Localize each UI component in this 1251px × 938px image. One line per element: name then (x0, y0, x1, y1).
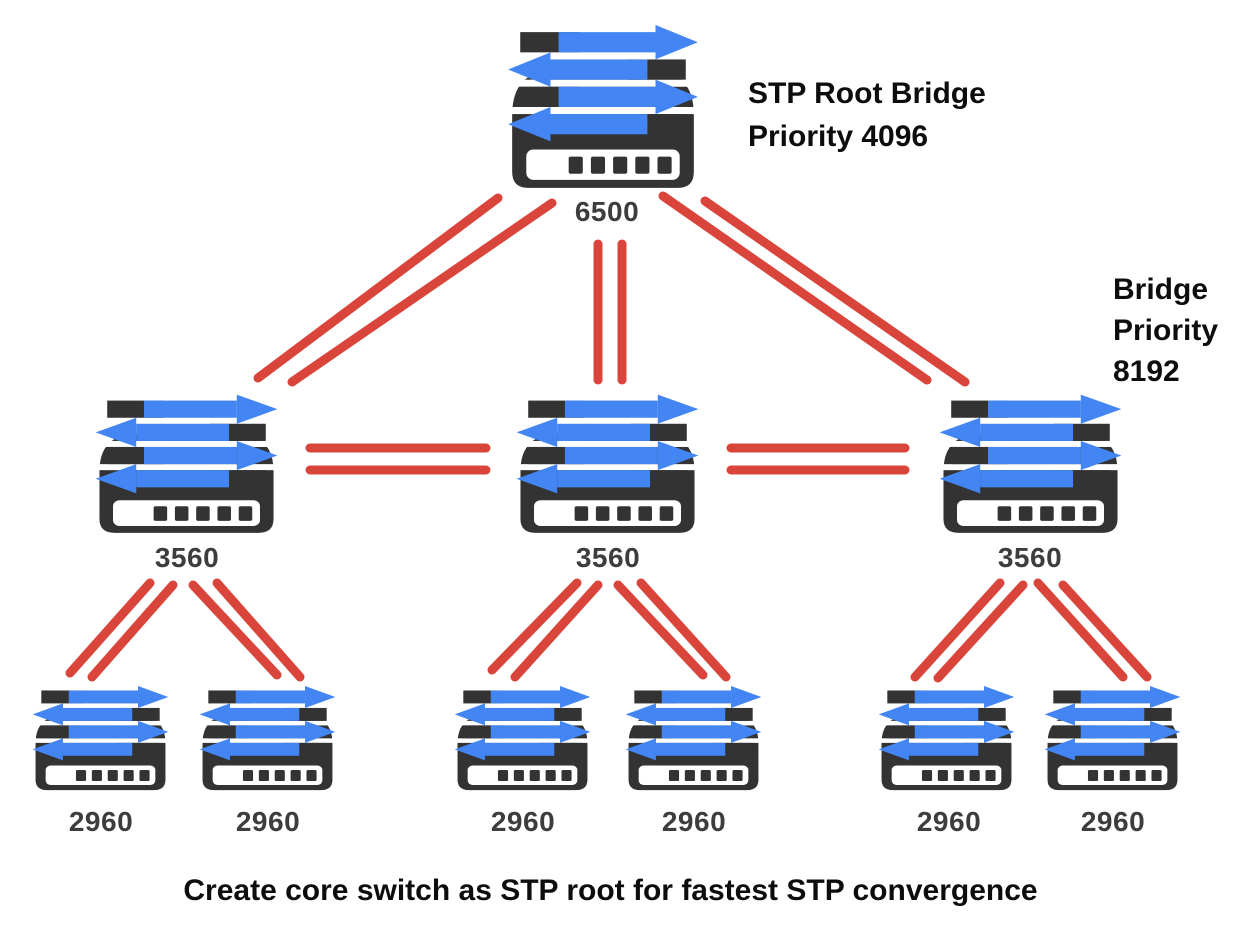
link-dist1-acc2-2 (212, 578, 305, 682)
link-dist3-acc6-2 (1058, 580, 1152, 682)
access-switch-icon (870, 685, 1023, 791)
link-dist2-acc4-2 (636, 578, 731, 682)
root-bridge-annotation-line2: Priority 4096 (748, 120, 929, 153)
dist-switch-label: 3560 (575, 542, 641, 573)
core-switch-icon (496, 25, 710, 188)
link-dist1-acc2-1 (188, 580, 282, 680)
link-core-dist-left-1 (253, 193, 503, 383)
access-switch-icon (24, 685, 177, 791)
access-switch-label: 2960 (68, 806, 134, 837)
access-switch-icon (1036, 685, 1189, 791)
access-switch-icon (446, 685, 599, 791)
link-dist2-acc3-1 (487, 578, 582, 675)
link-dist3-acc5-1 (910, 578, 1005, 682)
access-switch-label: 2960 (916, 806, 982, 837)
link-dist2-acc3-2 (510, 580, 603, 682)
access-switch-icon (617, 685, 770, 791)
link-dist1-acc1-2 (87, 580, 178, 682)
access-switch-label: 2960 (661, 806, 727, 837)
bridge-priority-annotation: Bridge Priority 8192 (1113, 269, 1218, 392)
core-switch-label: 6500 (574, 196, 640, 227)
root-bridge-annotation-line1: STP Root Bridge (748, 77, 986, 110)
link-dist1-acc1-1 (65, 578, 155, 678)
bridge-priority-annotation-line1: Bridge (1113, 273, 1209, 306)
link-core-dist-right-1 (658, 191, 932, 385)
link-core-dist-right-2 (700, 196, 970, 387)
dist-switch-label: 3560 (154, 542, 220, 573)
distribution-switch-icon (505, 394, 710, 533)
link-dist2-acc4-1 (613, 580, 708, 680)
bridge-priority-annotation-line3: 8192 (1113, 355, 1180, 388)
link-dist3-acc6-1 (1033, 578, 1128, 682)
bridge-priority-annotation-line2: Priority (1113, 314, 1219, 347)
root-bridge-annotation: STP Root Bridge Priority 4096 (748, 72, 986, 158)
link-dist3-acc5-2 (933, 580, 1028, 683)
access-switch-label: 2960 (1080, 806, 1146, 837)
access-switch-label: 2960 (235, 806, 301, 837)
dist-switch-label: 3560 (997, 542, 1063, 573)
distribution-switch-icon (84, 394, 289, 533)
link-core-dist-left-2 (287, 198, 557, 387)
distribution-switch-icon (928, 394, 1133, 533)
diagram-caption: Create core switch as STP root for faste… (183, 874, 1038, 907)
access-switch-label: 2960 (490, 806, 556, 837)
redundant-links (65, 191, 1152, 683)
access-switch-icon (191, 685, 344, 791)
